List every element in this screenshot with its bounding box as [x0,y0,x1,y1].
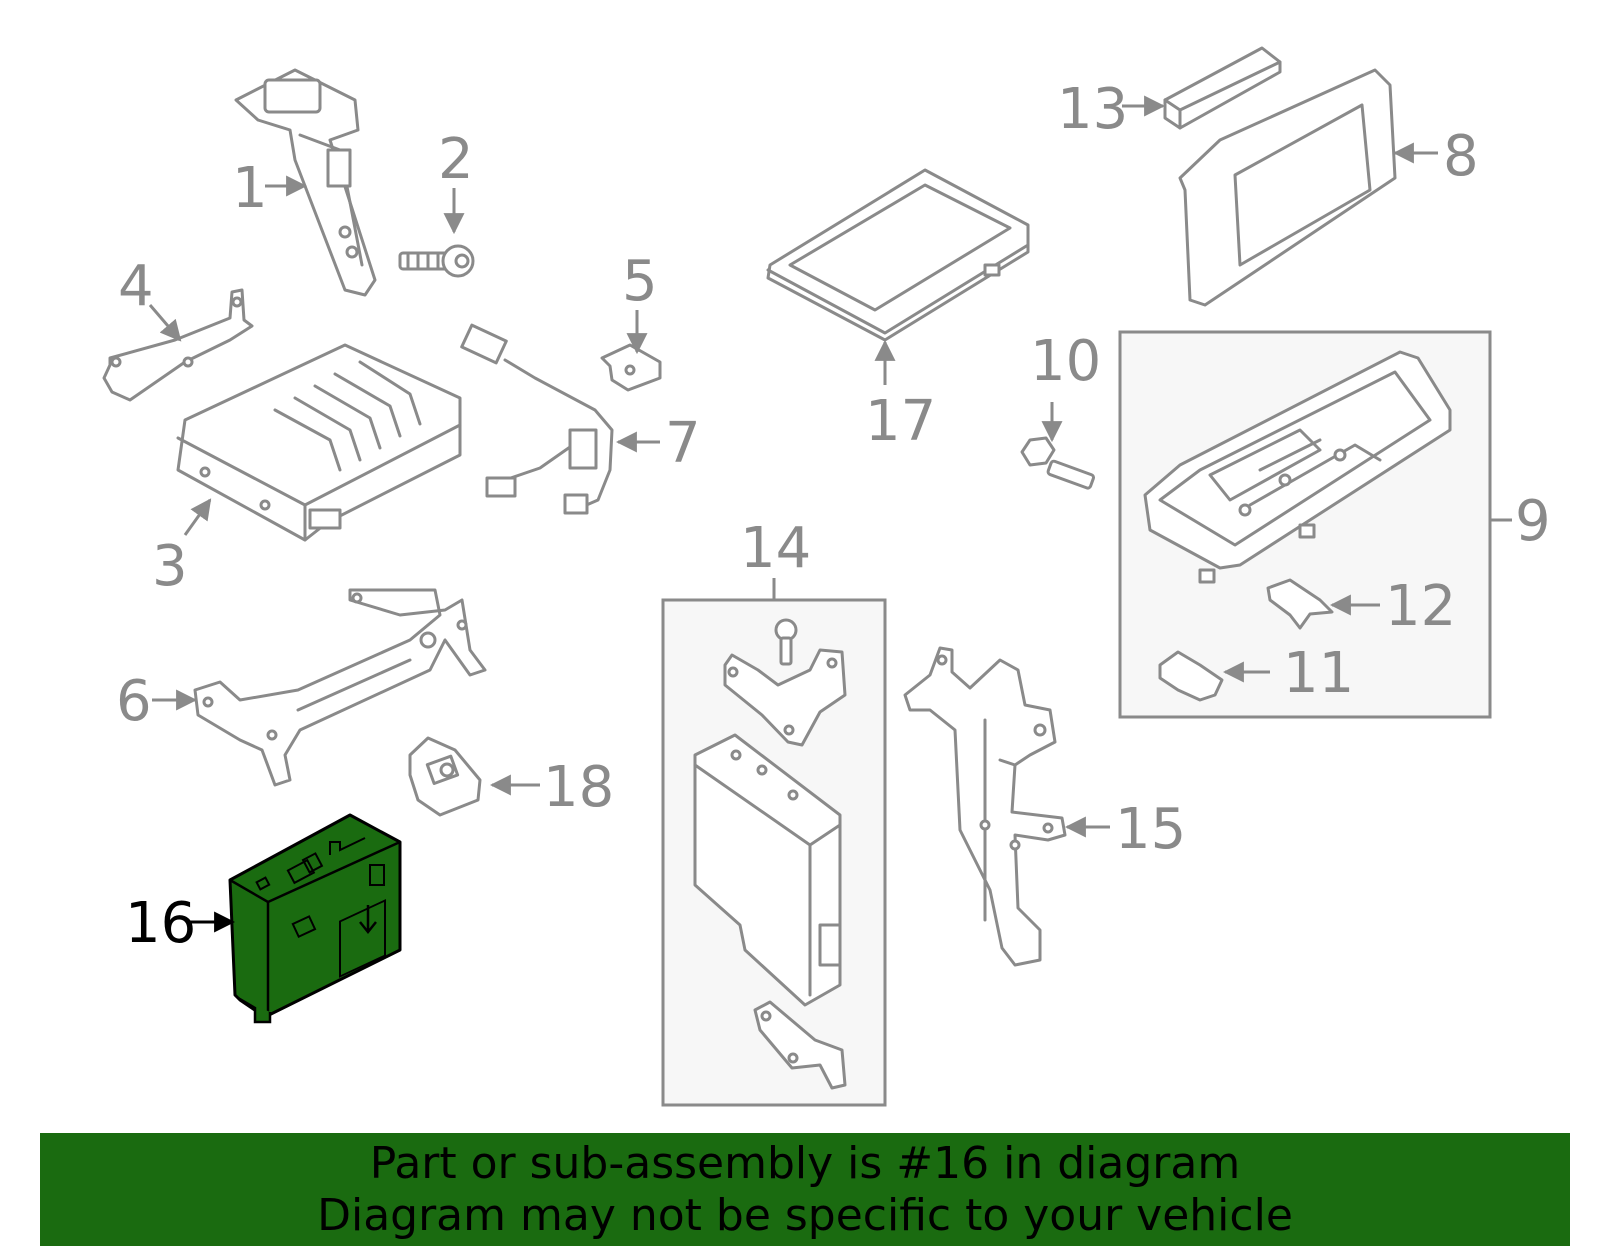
part-5-clip [600,343,662,392]
part-16-module-highlighted [228,813,402,1024]
callout-10: 10 [1030,329,1101,394]
part-6-bracket [193,588,487,787]
callout-18: 18 [543,755,614,820]
callout-13: 13 [1057,77,1128,142]
footer-line-2: Diagram may not be specific to your vehi… [317,1189,1293,1241]
part-17-panel [766,168,1030,342]
part-10-bolt [1020,436,1095,490]
part-12-clip [1266,578,1334,630]
callout-6: 6 [116,669,152,734]
part-9-console [1143,350,1452,584]
part-14-assembly [693,618,847,1090]
callout-5: 5 [622,249,658,314]
callout-11: 11 [1283,641,1354,706]
callout-3: 3 [152,534,188,599]
callout-8: 8 [1443,124,1479,189]
footer-banner: Part or sub-assembly is #16 in diagram D… [40,1133,1570,1246]
callout-4: 4 [118,254,154,319]
part-18-bracket [408,736,482,817]
footer-line-1: Part or sub-assembly is #16 in diagram [369,1137,1241,1189]
callout-7: 7 [665,411,701,476]
part-8-display [1178,68,1397,307]
part-13-strip [1163,46,1282,130]
part-3-module [176,343,462,542]
part-2-screw [398,244,475,278]
callout-12: 12 [1385,574,1456,639]
callout-15: 15 [1115,797,1186,862]
part-7-harness [460,323,614,515]
callout-9: 9 [1515,489,1551,554]
part-11-clip [1158,650,1224,702]
callout-17: 17 [865,389,936,454]
callout-14: 14 [740,516,811,581]
callout-1: 1 [232,156,268,221]
part-15-bracket [903,646,1067,967]
callout-2: 2 [438,127,474,192]
part-4-bracket [102,288,254,402]
callout-16: 16 [125,891,196,956]
